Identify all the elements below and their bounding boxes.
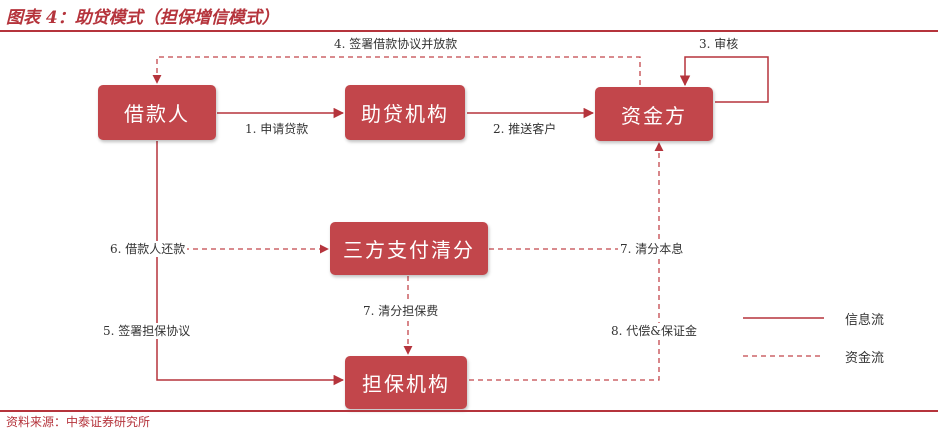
source-note: 资料来源：中泰证券研究所	[6, 415, 151, 429]
arrow-review-loop	[679, 56, 769, 103]
node-lending-agency: 助贷机构	[345, 85, 465, 140]
label-flow-8: 8. 代偿&保证金	[609, 323, 699, 339]
node-funder: 资金方	[595, 87, 713, 141]
label-flow-2: 2. 推送客户	[491, 121, 559, 137]
node-third-party-clearing: 三方支付清分	[330, 222, 488, 275]
label-flow-7b: 7. 清分担保费	[361, 303, 441, 319]
legend-info-label: 信息流	[845, 313, 885, 328]
label-flow-1: 1. 申请贷款	[243, 121, 311, 137]
label-flow-3: 3. 审核	[697, 36, 741, 52]
node-guarantor: 担保机构	[345, 356, 467, 409]
label-flow-7a: 7. 清分本息	[618, 241, 686, 257]
arrow-compensation	[469, 252, 660, 381]
arrow-clear-principal	[489, 142, 664, 250]
source-rule	[0, 410, 938, 412]
figure-title: 图表 4：助贷模式（担保增信模式）	[6, 8, 279, 28]
label-flow-5: 5. 签署担保协议	[101, 323, 193, 339]
label-flow-6: 6. 借款人还款	[108, 241, 188, 257]
title-rule	[0, 30, 938, 32]
legend-fund-label: 资金流	[845, 351, 885, 366]
arrow-sign-and-lend	[152, 56, 641, 85]
arrow-sign-guarantee	[156, 141, 345, 386]
node-borrower: 借款人	[98, 85, 216, 140]
label-flow-4: 4. 签署借款协议并放款	[332, 36, 460, 52]
